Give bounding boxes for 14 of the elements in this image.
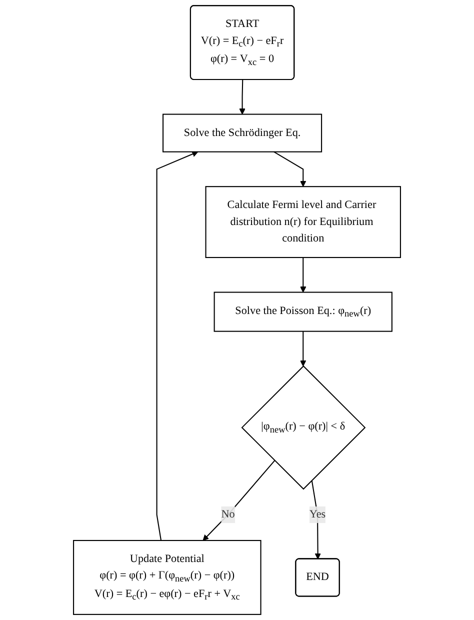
node-box	[162, 114, 322, 152]
arrow	[300, 331, 306, 366]
arrow	[239, 80, 246, 115]
node-box	[205, 186, 401, 258]
arrow	[202, 460, 276, 541]
node-diamond	[241, 365, 366, 490]
arrow	[274, 151, 306, 187]
arrow	[156, 151, 198, 541]
node-box	[73, 540, 262, 615]
arrow	[300, 258, 306, 293]
edge-label: Yes	[309, 508, 326, 520]
edge-label: No	[221, 508, 235, 520]
arrow	[311, 480, 321, 560]
node-box	[214, 292, 392, 332]
